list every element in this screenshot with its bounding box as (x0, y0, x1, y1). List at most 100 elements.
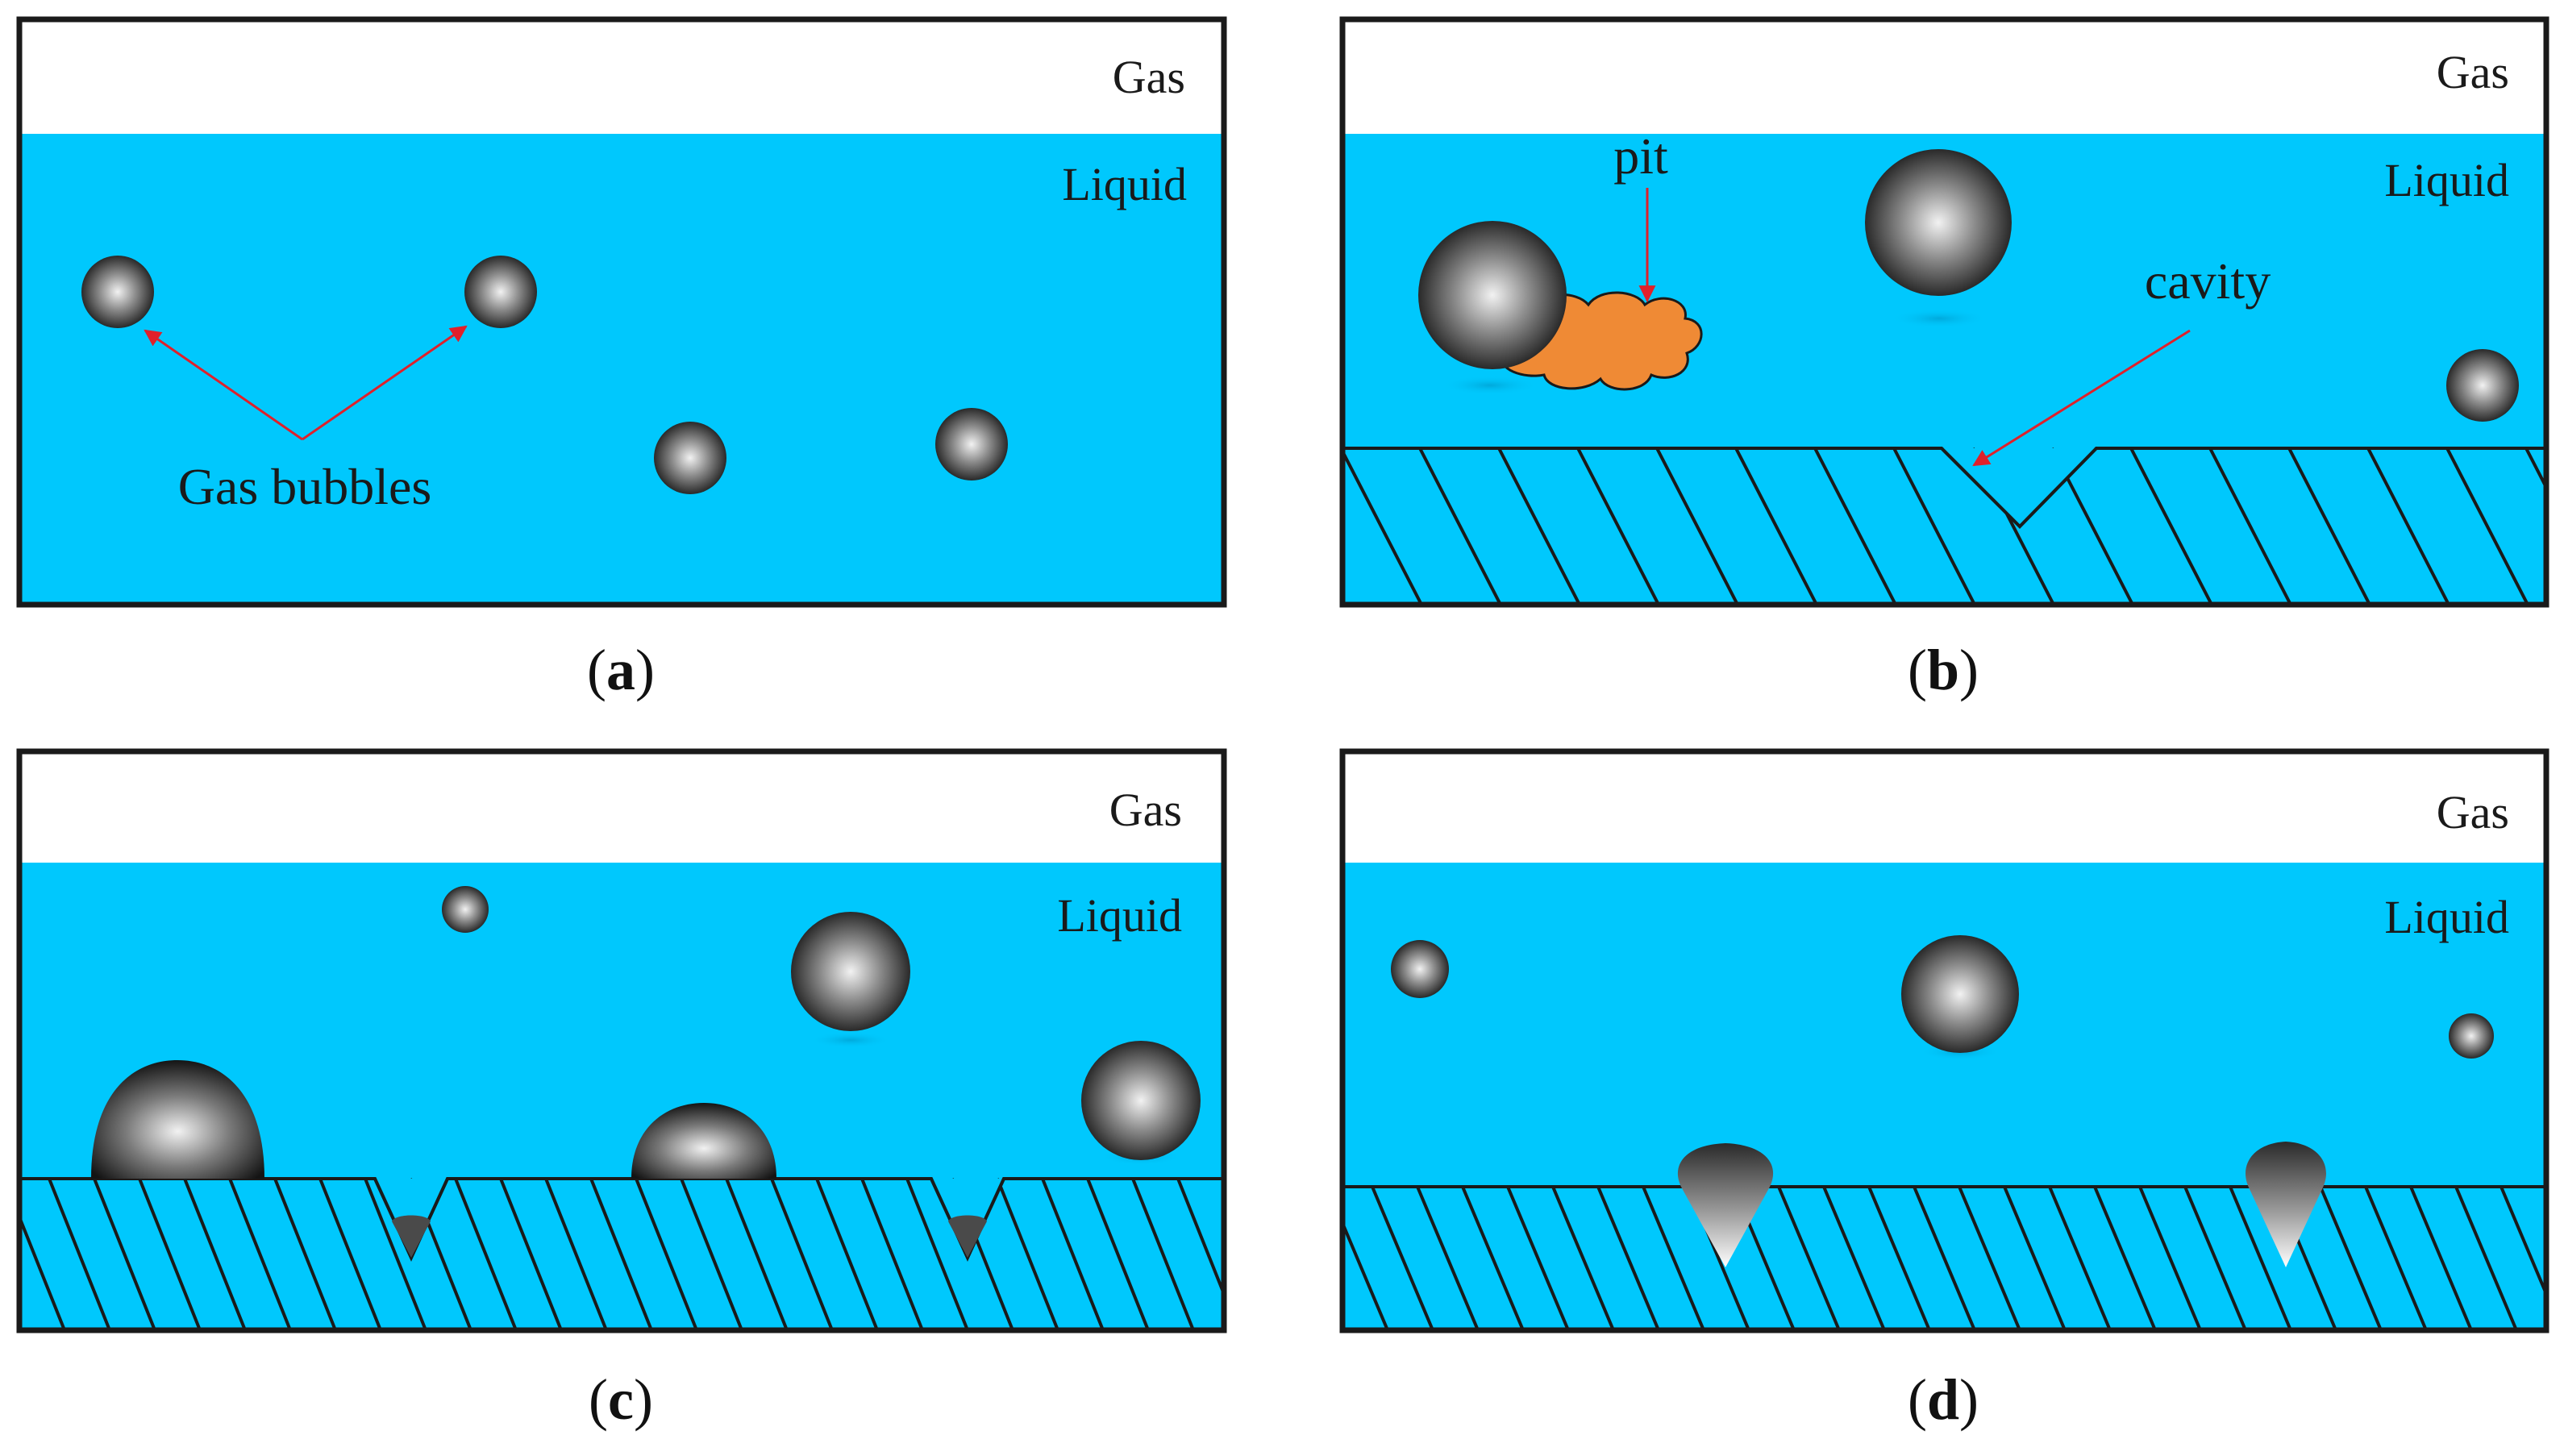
hatch-line (499, 1178, 563, 1330)
gas-bubbles (1418, 149, 2519, 422)
hatch-line (770, 1178, 834, 1330)
gas-label: Gas (2437, 46, 2509, 98)
hatch-line (19, 1325, 21, 1330)
hatch-line (1086, 1178, 1150, 1330)
hatch-line (1892, 447, 1976, 605)
hatch-line (2454, 1186, 2518, 1330)
gas-bubble (464, 256, 537, 328)
hatch-line (1342, 447, 1423, 605)
gas-bubble (1081, 1041, 1201, 1160)
emerging-bubble (2246, 1142, 2326, 1267)
surface-bubble (631, 1103, 776, 1179)
panel-c: Gas Liquid (16, 748, 1329, 1333)
hatch-line (1777, 1186, 1841, 1330)
hatch-line (1342, 601, 1344, 605)
hatch-line (680, 1178, 743, 1330)
cavity-label: cavity (2145, 252, 2271, 310)
hatch-line (1041, 1178, 1105, 1330)
hatch-line (544, 1178, 608, 1330)
solid-surface (1342, 447, 2546, 605)
hatch-line (1371, 1186, 1434, 1330)
liquid-region (19, 134, 1224, 605)
hatch-line (1576, 447, 1660, 605)
hatch-line (138, 1178, 202, 1330)
hatch-line (1813, 447, 1897, 605)
hatch-line (2366, 447, 2450, 605)
cavity-gas-nucleus (392, 1215, 431, 1258)
hatch-line (1418, 447, 1502, 605)
hatch-line (1551, 1186, 1615, 1330)
hatch-line (1506, 1186, 1570, 1330)
gas-bubble (442, 886, 489, 933)
hatch-line (2499, 1186, 2546, 1299)
hatch-line (454, 1178, 518, 1330)
gas-label: Gas (2437, 786, 2509, 838)
hatch-line (1642, 1186, 1705, 1330)
hatch-line (2208, 447, 2292, 605)
hatch-line (2229, 1186, 2292, 1330)
hatch-line (318, 1178, 382, 1330)
hatch-line (1222, 1178, 1224, 1185)
hatch-line (1176, 1178, 1224, 1299)
gas-bubble (1901, 935, 2019, 1053)
hatch-line (1867, 1186, 1931, 1330)
hatch-line (1416, 1186, 1480, 1330)
panel-frame (1339, 748, 2549, 1333)
hatch-line (1268, 1179, 1329, 1330)
panel-d: Gas Liquid (1339, 748, 2549, 1333)
gas-bubbles-label: Gas bubbles (178, 458, 432, 515)
panel-b: Gas Liquid pit cavity (1339, 16, 2549, 608)
hatch-line (93, 1178, 156, 1330)
hatch-line (2138, 1186, 2202, 1330)
hatch-line (2003, 1186, 2067, 1330)
panel-frame (1339, 16, 2549, 608)
hatch-line (2093, 1186, 2157, 1330)
gas-label: Gas (1113, 51, 1185, 103)
gas-bubble (791, 912, 910, 1031)
hatch-line (2409, 1186, 2473, 1330)
hatch-line (2364, 1186, 2428, 1330)
gas-bubble (935, 408, 1008, 480)
hatch-line (1913, 1186, 1976, 1330)
gas-bubble (2446, 349, 2519, 422)
solid-surface (1342, 1185, 2546, 1330)
surface-bubble (91, 1060, 264, 1179)
gas-bubble (1391, 940, 1449, 998)
hatch-line (815, 1178, 879, 1330)
gas-bubble (1865, 149, 2012, 296)
hatch-line (635, 1178, 698, 1330)
hatch-line (2445, 447, 2529, 605)
gas-bubble (654, 422, 726, 494)
hatch-line (1596, 1186, 1660, 1330)
hatch-line (860, 1178, 924, 1330)
gas-label: Gas (1109, 784, 1182, 836)
hatch-line (2048, 1186, 2112, 1330)
caption-a: (a) (587, 638, 655, 702)
bubble-arrows (144, 325, 468, 441)
hatch-line (1497, 447, 1581, 605)
hatch-line (19, 1213, 66, 1330)
hatch-line (183, 1178, 247, 1330)
gas-bubble (1418, 221, 1567, 369)
hatch-line (1822, 1186, 1886, 1330)
solid-surface (19, 1177, 1329, 1330)
gas-bubble (81, 256, 154, 328)
hatch-line (2287, 447, 2371, 605)
hatch-line (2524, 447, 2546, 491)
gas-bubbles (442, 886, 1201, 1165)
cavity-opening (1942, 448, 2096, 526)
pit-label: pit (1613, 127, 1668, 185)
hatch-line (1342, 1325, 1344, 1330)
caption-d: (d) (1907, 1367, 1979, 1432)
emerging-bubble (1677, 1143, 1774, 1267)
hatch-line (905, 1178, 969, 1330)
liquid-label: Liquid (2384, 154, 2509, 206)
hatch-line (996, 1178, 1059, 1330)
caption-b: (b) (1907, 638, 1979, 702)
hatch-line (48, 1178, 111, 1330)
gas-region (19, 19, 1224, 135)
hatch-line (2129, 447, 2213, 605)
panel-a: Gas Liquid Gas bubbles (16, 16, 1227, 608)
liquid-label: Liquid (2384, 891, 2509, 943)
cavity-arrow (1972, 329, 2191, 467)
